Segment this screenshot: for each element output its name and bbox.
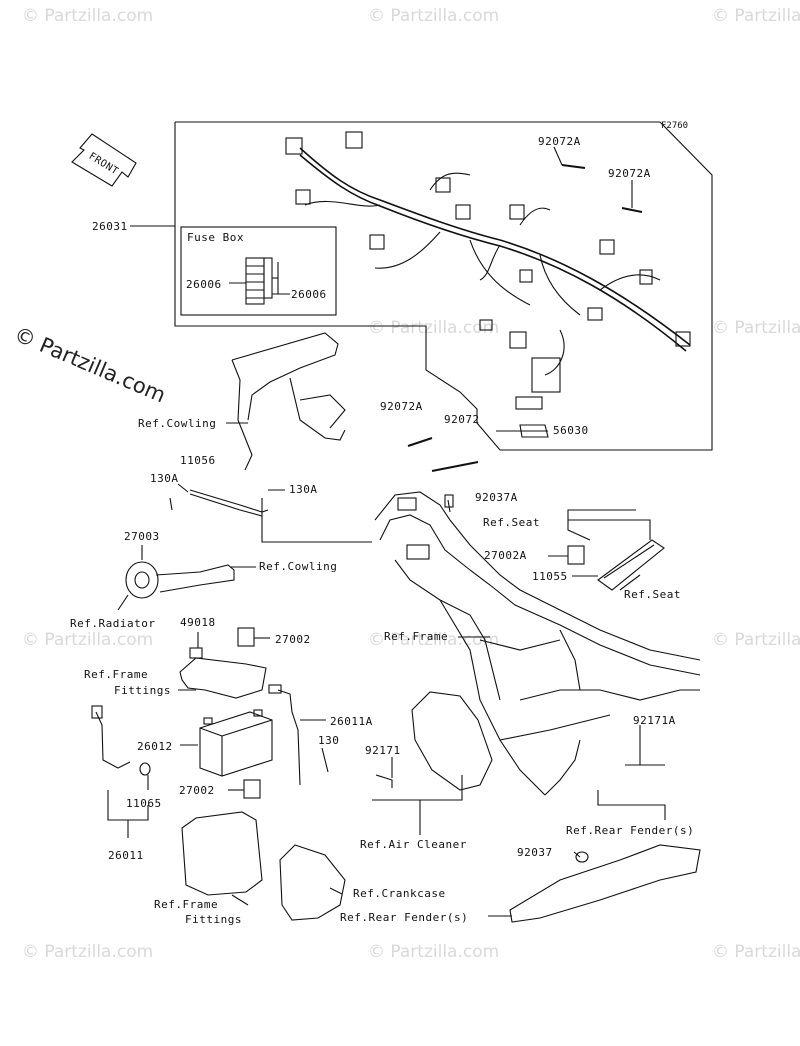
- ref-crankcase-label: Ref.Crankcase: [353, 887, 446, 900]
- part-92072A: 92072A: [608, 167, 651, 180]
- part-92171: 92171: [365, 744, 401, 757]
- watermark: © Partzilla.com: [368, 942, 500, 962]
- part-26012: 26012: [137, 740, 173, 753]
- ref-cowling-label: Ref.Cowling: [259, 560, 338, 573]
- watermark: © Partzilla.com: [368, 318, 500, 338]
- ref-frame-fittings-label: Ref.Frame: [154, 898, 219, 911]
- ref-rear-fender-label: Ref.Rear Fender(s): [340, 911, 469, 924]
- ref-frame-fittings-label: Ref.Frame: [84, 668, 149, 681]
- part-92072A: 92072A: [380, 400, 423, 413]
- part-26006-right: 26006: [291, 288, 327, 301]
- watermark: © Partzilla.com: [368, 6, 500, 26]
- ref-rear-fender-label: Ref.Rear Fender(s): [566, 824, 695, 837]
- part-56030: 56030: [553, 424, 589, 437]
- part-92072A: 92072A: [538, 135, 581, 148]
- fuse-box-title: Fuse Box: [187, 231, 244, 244]
- watermark: © Partzilla.com: [712, 6, 800, 26]
- part-11055: 11055: [532, 570, 568, 583]
- part-26006-left: 26006: [186, 278, 222, 291]
- diagram-code: F2760: [661, 121, 689, 131]
- part-92072: 92072: [444, 413, 480, 426]
- part-11065: 11065: [126, 797, 162, 810]
- part-130A: 130A: [289, 483, 318, 496]
- part-92037: 92037: [517, 846, 553, 859]
- watermark: © Partzilla.com: [22, 6, 154, 26]
- watermark: © Partzilla.com: [712, 318, 800, 338]
- ref-air-cleaner-label: Ref.Air Cleaner: [360, 838, 467, 851]
- part-130A: 130A: [150, 472, 179, 485]
- part-26011A: 26011A: [330, 715, 373, 728]
- part-11056: 11056: [180, 454, 216, 467]
- ref-frame-fittings-label: Fittings: [114, 684, 171, 697]
- part-130: 130: [318, 734, 340, 747]
- part-49018: 49018: [180, 616, 216, 629]
- ref-frame-fittings-label: Fittings: [185, 913, 242, 926]
- part-92171A: 92171A: [633, 714, 676, 727]
- ref-seat-label: Ref.Seat: [483, 516, 540, 529]
- watermark: © Partzilla.com: [22, 942, 154, 962]
- part-26031: 26031: [92, 220, 128, 233]
- ref-seat-label: Ref.Seat: [624, 588, 681, 601]
- part-27002A: 27002A: [484, 549, 527, 562]
- watermark: © Partzilla.com: [712, 630, 800, 650]
- part-27003: 27003: [124, 530, 160, 543]
- part-27002: 27002: [179, 784, 215, 797]
- ref-radiator-label: Ref.Radiator: [70, 617, 156, 630]
- part-26011: 26011: [108, 849, 144, 862]
- watermark: © Partzilla.com: [22, 630, 154, 650]
- ref-cowling-label: Ref.Cowling: [138, 417, 217, 430]
- watermark: © Partzilla.com: [712, 942, 800, 962]
- part-27002: 27002: [275, 633, 311, 646]
- part-92037A: 92037A: [475, 491, 518, 504]
- ref-frame-label: Ref.Frame: [384, 630, 449, 643]
